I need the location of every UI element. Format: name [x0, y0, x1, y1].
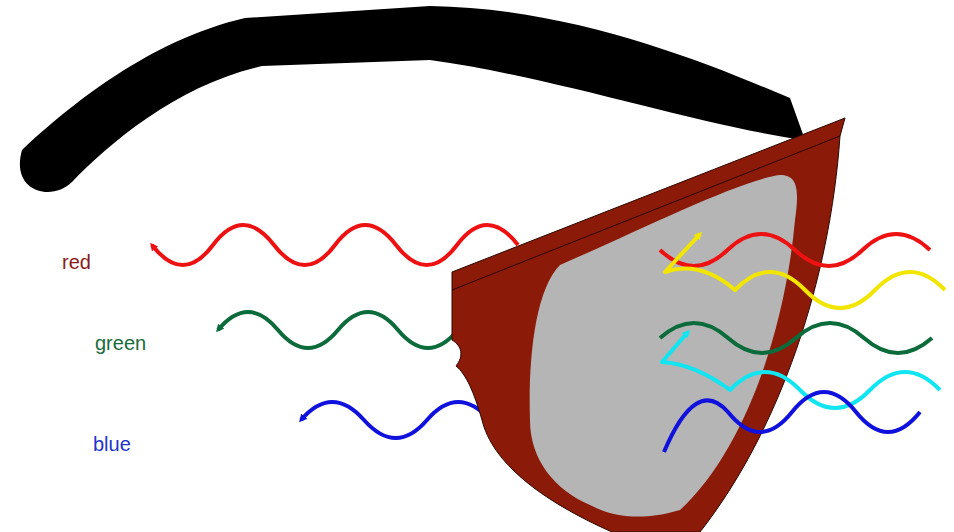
color-label: blue: [93, 434, 131, 454]
green-light-wave: [218, 312, 458, 348]
cyan-light-wave: [662, 332, 940, 408]
color-label: red: [62, 252, 91, 272]
color-label: green: [95, 333, 146, 353]
red-light-wave: [660, 234, 930, 266]
yellow-light-wave: [665, 234, 945, 308]
blue-light-wave: [301, 402, 490, 438]
green-light-wave: [660, 323, 932, 353]
tinted-lens: [530, 175, 797, 517]
blue-light-wave: [664, 392, 920, 452]
glasses-frame: [452, 118, 845, 532]
temple-arm: [20, 6, 805, 192]
red-light-wave: [152, 225, 518, 265]
